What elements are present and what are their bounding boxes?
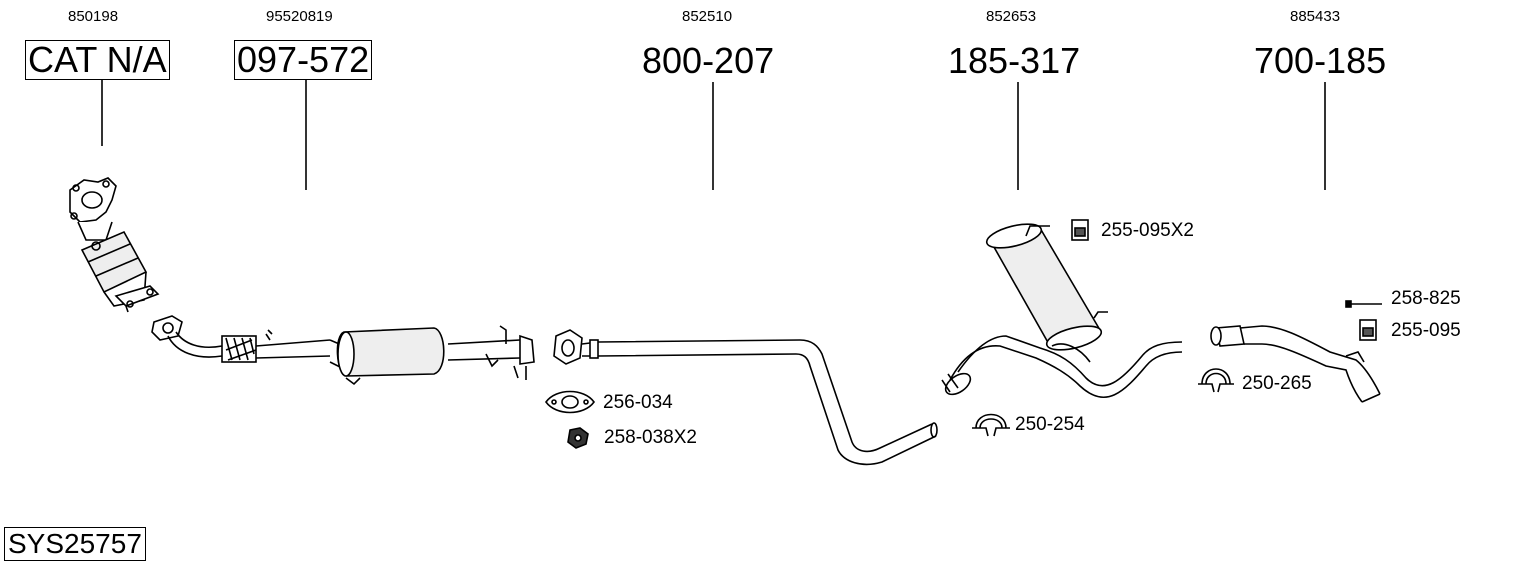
- part-number-front-pipe[interactable]: 097-572: [234, 40, 373, 80]
- gasket-icon: [545, 390, 595, 414]
- oem-number-front-pipe: 95520819: [266, 8, 333, 25]
- nut-icon: [567, 427, 589, 449]
- accessory-label-258-038x2[interactable]: 258-038X2: [604, 427, 697, 448]
- accessory-label-250-265[interactable]: 250-265: [1242, 373, 1312, 394]
- accessory-label-255-095[interactable]: 255-095: [1391, 320, 1461, 341]
- part-number-catalyst[interactable]: CAT N/A: [25, 40, 170, 80]
- tail-pipe[interactable]: [1210, 325, 1381, 403]
- part-number-rear-silencer[interactable]: 185-317: [948, 40, 1081, 81]
- oem-number-tail-pipe: 885433: [1290, 8, 1341, 25]
- system-code: SYS25757: [4, 527, 146, 561]
- accessory-label-255-095x2[interactable]: 255-095X2: [1101, 220, 1194, 241]
- center-pipe[interactable]: [553, 329, 938, 466]
- bolt-icon: [1345, 300, 1382, 308]
- part-number-tail-pipe[interactable]: 700-185: [1254, 40, 1387, 81]
- accessory-label-258-825[interactable]: 258-825: [1391, 288, 1461, 309]
- rear-silencer[interactable]: [941, 220, 1183, 399]
- clamp-icon: [1198, 368, 1234, 393]
- oem-number-rear-silencer: 852653: [986, 8, 1037, 25]
- part-number-center-pipe[interactable]: 800-207: [642, 40, 775, 81]
- front-pipe-with-silencer[interactable]: [151, 315, 535, 386]
- oem-number-catalyst: 850198: [68, 8, 119, 25]
- accessory-label-250-254[interactable]: 250-254: [1015, 414, 1085, 435]
- clamp-icon: [972, 413, 1010, 437]
- oem-number-center-pipe: 852510: [682, 8, 733, 25]
- rubber-mount-icon: [1071, 219, 1089, 241]
- rubber-mount-icon: [1359, 319, 1377, 341]
- catalytic-converter[interactable]: [69, 177, 160, 313]
- accessory-label-256-034[interactable]: 256-034: [603, 392, 673, 413]
